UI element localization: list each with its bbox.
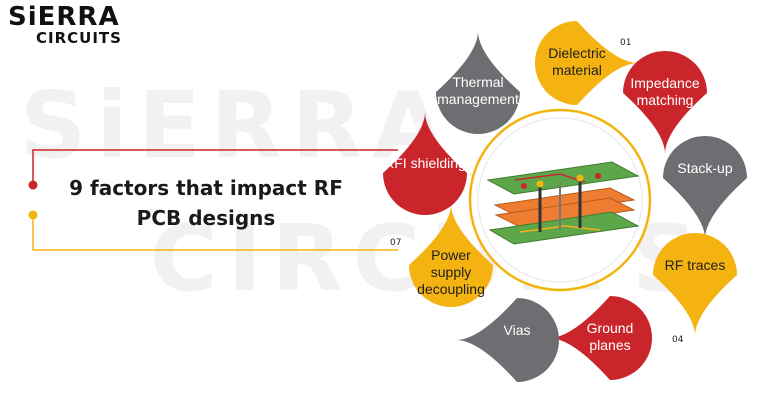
factor-number-04: 04 [672, 335, 684, 345]
factor-petal-09 [436, 31, 520, 135]
pcb-stack-icon [486, 161, 640, 245]
factor-petal-04 [653, 233, 737, 336]
factor-petal-08 [383, 112, 467, 215]
factor-label-09: Thermal management [437, 74, 519, 107]
headline-connectors [28, 149, 398, 251]
factor-number-08: 08 [410, 122, 422, 132]
factor-number-09: 09 [500, 40, 512, 50]
factor-petal-06 [456, 298, 559, 382]
factor-label-05: Ground planes [586, 320, 634, 353]
factor-petal-02 [623, 51, 707, 154]
factor-label-04: RF traces [664, 257, 726, 273]
factor-number-06: 06 [448, 341, 460, 351]
factor-petal-05 [549, 296, 653, 380]
center-pcb-medallion [468, 108, 652, 292]
logo-wordmark-bottom: CIRCUITS [36, 29, 122, 47]
factor-label-02: Impedance matching [630, 75, 700, 108]
factor-number-01: 01 [620, 38, 632, 48]
factor-label-06: Vias [503, 322, 531, 338]
logo-wordmark-top: SiERRA [8, 2, 120, 32]
headline: 9 factors that impact RF PCB designs [69, 176, 343, 230]
sierra-circuits-logo[interactable]: SiERRA CIRCUITS [8, 4, 148, 46]
factor-petals [383, 21, 747, 382]
factor-petal-01 [535, 21, 638, 105]
factor-label-07: Power supply decoupling [417, 247, 485, 297]
factor-label-03: Stack-up [677, 160, 733, 176]
watermark-sierra: SiERRA [20, 72, 454, 179]
factor-petal-07 [409, 204, 493, 307]
factor-label-08: RFI shielding [384, 155, 466, 171]
factor-number-05: 05 [560, 382, 572, 392]
factor-label-01: Dielectric material [548, 45, 606, 78]
factor-petal-03 [663, 136, 747, 239]
factor-number-07: 07 [390, 238, 402, 248]
factor-number-02: 02 [710, 120, 722, 130]
factor-number-03: 03 [732, 235, 744, 245]
